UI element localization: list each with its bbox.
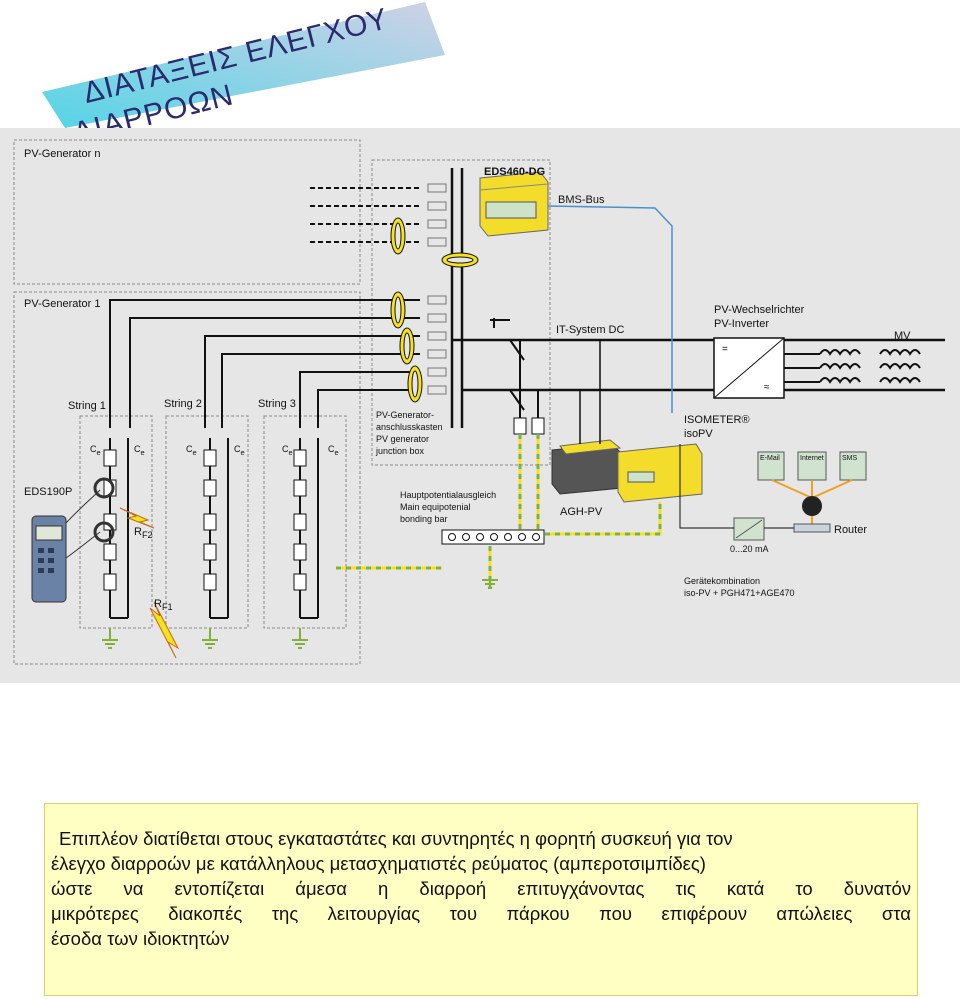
svg-text:=: = [722, 344, 728, 355]
label-eds190p: EDS190P [24, 486, 73, 498]
bonding-bar [441, 529, 545, 545]
label-combo-1: Gerätekombination [684, 576, 761, 586]
text-line-4: μικρότερες διακοπές της λειτουργίας του … [51, 903, 911, 924]
mv-coils [784, 349, 921, 384]
surge-arresters [513, 417, 545, 435]
label-internet: Internet [800, 455, 824, 462]
label-bms-bus: BMS-Bus [558, 194, 605, 206]
fuses [427, 183, 447, 395]
string-2-box [165, 415, 249, 629]
string-1-box [79, 415, 153, 629]
label-combo-2: iso-PV + PGH471+AGE470 [684, 588, 795, 598]
label-router: Router [834, 524, 868, 536]
label-string-1: String 1 [68, 400, 106, 412]
label-eds460: EDS460-DG [484, 166, 546, 178]
ct-rings [390, 217, 479, 403]
label-inverter-en: PV-Inverter [714, 318, 770, 330]
label-ce-1b: Ce [134, 444, 145, 457]
earth-symbols [102, 579, 498, 649]
isometer-devices [551, 439, 703, 503]
label-email: E-Mail [760, 455, 780, 462]
dc-switch [490, 318, 539, 418]
bms-bus-line [547, 205, 673, 413]
eds190p-device [31, 477, 115, 603]
junction-box-outline [371, 159, 551, 466]
label-pv-generator-n: PV-Generator n [24, 148, 101, 160]
pv-generator-n-box [13, 139, 361, 285]
svg-text:≈: ≈ [764, 382, 770, 393]
comm-icons [679, 444, 867, 541]
isopv-wiring [579, 340, 601, 444]
inverter-block: = ≈ [680, 337, 785, 399]
label-current: 0...20 mA [730, 544, 769, 554]
label-junction-en1: PV generator [376, 434, 430, 444]
string-3-box [263, 415, 347, 629]
label-bonding-en1: Main equipotenial [400, 502, 471, 512]
label-bonding-de: Hauptpotentialausgleich [400, 490, 497, 500]
description-box: Επιπλέον διατίθεται στους εγκαταστάτες κ… [44, 803, 918, 996]
string-wires [109, 299, 420, 619]
label-agh-pv: AGH-PV [560, 506, 603, 518]
label-ce-1a: Ce [90, 444, 101, 457]
label-rf2: RF2 [134, 526, 153, 541]
label-ce-2a: Ce [186, 444, 197, 457]
text-line-5: έσοδα των ιδιοκτητών [51, 928, 230, 949]
label-sms: SMS [842, 455, 858, 462]
label-it-system: IT-System DC [556, 324, 625, 336]
label-string-3: String 3 [258, 398, 296, 410]
diagram-drawing: = ≈ [13, 139, 945, 665]
label-isometer: ISOMETER® [684, 414, 750, 426]
label-rf1: RF1 [154, 598, 173, 613]
eds460-device [479, 171, 549, 237]
label-pv-generator-1: PV-Generator 1 [24, 298, 101, 310]
label-mv: MV [894, 330, 911, 342]
label-bonding-en2: bonding bar [400, 514, 448, 524]
label-string-2: String 2 [164, 398, 202, 410]
label-junction-en2: junction box [376, 446, 425, 456]
label-inverter-de: PV-Wechselrichter [714, 304, 805, 316]
text-line-3: ώστε να εντοπίζεται άμεσα η διαρροή επιτ… [51, 878, 911, 899]
pv-modules [103, 449, 307, 591]
text-line-2: έλεγχο διαρροών με κατάλληλους μετασχημα… [51, 853, 706, 874]
title-banner: ΔΙΑΤΑΞΕΙΣ ΕΛΕΓΧΟΥ ΔΙΑΡΡΟΩΝ [0, 0, 460, 150]
label-ce-3a: Ce [282, 444, 293, 457]
label-junction-de2: anschlusskasten [376, 422, 443, 432]
text-line-1: Επιπλέον διατίθεται στους εγκαταστάτες κ… [59, 828, 733, 849]
pv-diagram: = ≈ [0, 128, 960, 683]
label-junction-de1: PV-Generator- [376, 410, 435, 420]
label-ce-2b: Ce [234, 444, 245, 457]
label-isopv: isoPV [684, 428, 713, 440]
banner-shape [42, 2, 445, 128]
fault-lightning [119, 507, 180, 659]
label-ce-3b: Ce [328, 444, 339, 457]
pv-generator-1-box [13, 291, 361, 665]
